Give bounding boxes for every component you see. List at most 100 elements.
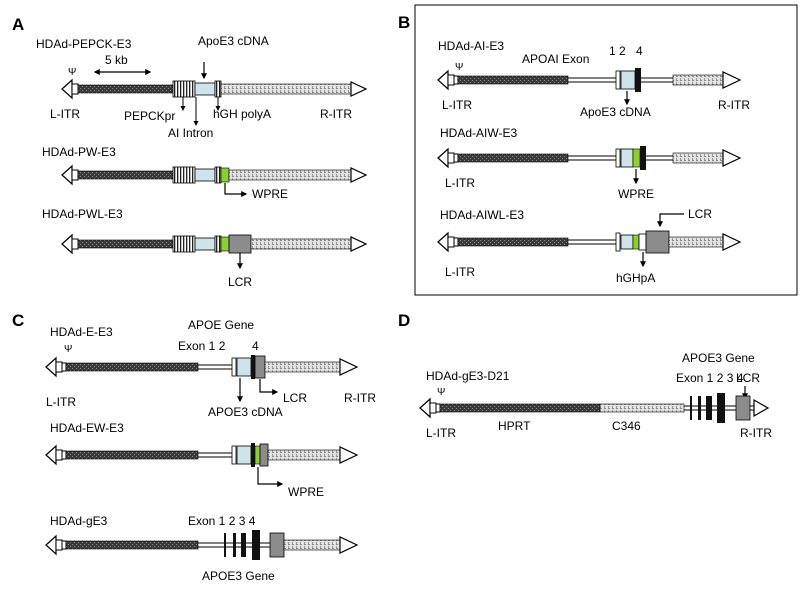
right-itr-arrow bbox=[350, 167, 368, 183]
left-itr-box bbox=[71, 169, 79, 181]
left-itr-box bbox=[71, 83, 79, 95]
right-itr-arrow bbox=[722, 71, 742, 89]
lcr-pointer bbox=[657, 213, 684, 228]
panel-a: A HDAd-PEPCK-E3 Ψ 5 kb ApoE3 cDNA L-ITR … bbox=[12, 15, 368, 289]
stuffer-dark bbox=[77, 239, 174, 249]
left-itr-label: L-ITR bbox=[445, 265, 475, 279]
panel-letter-c: C bbox=[12, 311, 24, 330]
apoe3-cdna-box bbox=[236, 357, 252, 377]
exon-4 bbox=[251, 355, 255, 379]
lcr-box bbox=[735, 395, 751, 421]
exon-1 bbox=[231, 445, 237, 465]
left-itr-box bbox=[447, 152, 455, 164]
right-itr-arrow bbox=[339, 446, 359, 464]
exon-1 bbox=[690, 396, 692, 420]
exon-1 bbox=[615, 232, 621, 252]
stuffer-light bbox=[672, 74, 724, 86]
psi-symbol: Ψ bbox=[455, 62, 463, 73]
apoe3-cdna-box bbox=[620, 70, 636, 90]
exon-1 bbox=[224, 533, 226, 557]
pepck-promoter-box bbox=[172, 80, 196, 98]
apoe3-cdna-label: APOE3 cDNA bbox=[208, 405, 283, 419]
hgh-polya-box bbox=[214, 235, 222, 253]
exon-3 bbox=[706, 396, 712, 420]
construct-name: HDAd-gE3 bbox=[50, 514, 108, 528]
construct-name: HDAd-PW-E3 bbox=[42, 145, 116, 159]
left-itr-arrowhead bbox=[61, 233, 73, 255]
lcr-pointer bbox=[259, 379, 279, 395]
construct-name: HDAd-PWL-E3 bbox=[42, 207, 123, 221]
construct-hdad-ai-e3: HDAd-AI-E3 APOAI Exon 1 2 4 Ψ L-ITR ApoE… bbox=[437, 39, 750, 119]
lcr-box bbox=[645, 230, 670, 254]
left-itr-box bbox=[71, 238, 79, 250]
construct-hdad-aiwl-e3: HDAd-AIWL-E3 LCR L-ITR hGHpA bbox=[437, 207, 742, 285]
exon-1 bbox=[615, 148, 621, 168]
construct-name: HDAd-EW-E3 bbox=[50, 421, 124, 435]
exon-4 bbox=[717, 393, 725, 423]
exon-2 bbox=[698, 396, 701, 420]
lcr-label: LCR bbox=[736, 371, 760, 385]
c346-label: C346 bbox=[612, 419, 641, 433]
apoe-gene-label: APOE Gene bbox=[188, 318, 254, 332]
ai-intron-label: AI Intron bbox=[168, 126, 213, 140]
left-itr-label: L-ITR bbox=[426, 426, 456, 440]
exon-1 bbox=[231, 357, 237, 377]
left-itr-arrowhead bbox=[437, 69, 449, 91]
apoe3-gene-label: APOE3 Gene bbox=[202, 569, 275, 583]
stuffer-light bbox=[668, 236, 724, 248]
psi-symbol: Ψ bbox=[437, 387, 445, 398]
exon-4 bbox=[640, 146, 646, 170]
left-itr-arrowhead bbox=[45, 444, 57, 466]
stuffer-dark bbox=[457, 237, 569, 247]
exon-2 bbox=[233, 533, 236, 557]
left-itr-arrowhead bbox=[419, 397, 431, 419]
lcr-label: LCR bbox=[228, 275, 252, 289]
construct-hdad-e-e3: HDAd-E-E3 APOE Gene Exon 1 2 4 Ψ LCR APO… bbox=[45, 318, 376, 419]
wpre-label: WPRE bbox=[252, 187, 288, 201]
construct-hdad-ge3: HDAd-gE3 Exon 1 2 3 4 APOE3 Gene bbox=[45, 514, 359, 583]
panel-b-border bbox=[414, 4, 798, 296]
construct-name: HDAd-PEPCK-E3 bbox=[36, 37, 132, 51]
stuffer-dark bbox=[77, 84, 174, 94]
construct-name: HDAd-gE3-D21 bbox=[426, 369, 510, 383]
right-itr-arrow bbox=[350, 81, 368, 97]
wpre-label: WPRE bbox=[288, 485, 324, 499]
wpre-box bbox=[632, 148, 641, 168]
stuffer-dark bbox=[65, 450, 199, 460]
apoe3-cdna-label: ApoE3 cDNA bbox=[198, 34, 269, 48]
apoe3-cdna-box bbox=[620, 234, 634, 250]
stuffer-dark bbox=[77, 170, 174, 180]
right-itr-arrow bbox=[350, 236, 368, 252]
left-itr-label: L-ITR bbox=[46, 395, 76, 409]
construct-name: HDAd-AI-E3 bbox=[438, 39, 504, 53]
exon-1-2-3-4-label: Exon 1 2 3 4 bbox=[188, 514, 256, 528]
left-itr-box-inner bbox=[61, 362, 67, 372]
stuffer-dark bbox=[457, 75, 569, 85]
stuffer-light bbox=[283, 539, 341, 551]
construct-name: HDAd-E-E3 bbox=[50, 325, 113, 339]
wpre-label: WPRE bbox=[618, 187, 654, 201]
construct-hdad-pw-e3: HDAd-PW-E3 WPRE bbox=[42, 145, 368, 201]
wpre-pointer bbox=[224, 183, 248, 197]
left-itr-box-inner bbox=[61, 540, 67, 550]
stuffer-light bbox=[228, 169, 352, 181]
pepck-promoter-box bbox=[172, 166, 196, 184]
left-itr-label: L-ITR bbox=[445, 176, 475, 190]
left-itr-arrowhead bbox=[437, 147, 449, 169]
left-itr-box-inner bbox=[453, 75, 459, 85]
wpre-box bbox=[220, 167, 230, 183]
hprt-stuffer bbox=[439, 403, 601, 413]
left-itr-box bbox=[55, 539, 63, 551]
lcr-box bbox=[228, 234, 252, 254]
left-itr-label: L-ITR bbox=[50, 107, 80, 121]
exon-1-2-label: 1 2 bbox=[609, 44, 626, 58]
right-itr-label: R-ITR bbox=[718, 98, 750, 112]
left-itr-box bbox=[55, 449, 63, 461]
hgh-polya-box bbox=[638, 233, 647, 251]
stuffer-light bbox=[672, 152, 724, 164]
apoe3-cdna-label: ApoE3 cDNA bbox=[580, 105, 651, 119]
apoai-exon-label: APOAI Exon bbox=[522, 52, 589, 66]
right-itr-label: R-ITR bbox=[344, 391, 376, 405]
construct-hdad-pepck-e3: HDAd-PEPCK-E3 Ψ 5 kb ApoE3 cDNA L-ITR PE… bbox=[36, 34, 368, 140]
construct-name: HDAd-AIW-E3 bbox=[440, 126, 517, 140]
